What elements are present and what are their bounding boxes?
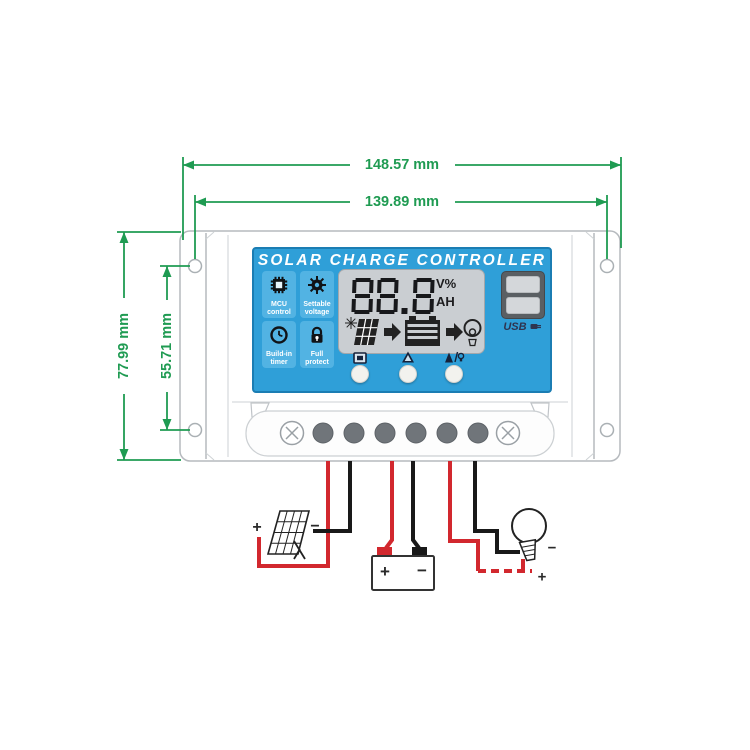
battery-plus-sign: + [380,562,390,581]
battery-mode-icon [353,352,367,364]
battery-minus-sign: − [417,561,427,580]
clock-icon [270,326,288,344]
load-button [445,365,463,383]
gear-icon [308,276,326,294]
up-button [399,365,417,383]
wire-battery-negative [411,461,421,550]
lcd-unit-volt-percent: V% [436,276,457,291]
lcd-digits [351,278,438,314]
solar-plus-sign: + [252,519,262,536]
usb-label-text: USB [503,321,527,333]
load-plus-sign: + [537,568,547,586]
set-button [351,365,369,383]
feature-mcu-control: MCU control [262,271,296,318]
lcd-flow-icons [345,316,482,347]
feature-settable-voltage: Settable voltage [300,271,334,318]
sun-icon [345,317,357,329]
feature-full-protect: Full protect [300,321,334,368]
feature-label: Build-in timer [265,351,293,366]
dimension-width-inner: 139.89 mm [359,194,445,210]
terminal-strip [245,402,555,457]
wire-load-negative [473,461,520,554]
wires [257,461,532,573]
battery-icon [405,316,440,346]
arrow-right-icon [446,323,463,341]
mcu-chip-icon [270,276,288,294]
bulb-symbol [511,508,547,562]
usb-ports [501,271,545,319]
panel-title: SOLAR CHARGE CONTROLLER [257,252,547,269]
wire-load-positive [448,461,480,571]
lcd-display: V% AH [338,269,485,354]
solar-panel-icon [354,318,379,346]
usb-label: USB [498,321,548,333]
usb-plug-icon [530,324,541,329]
usb-port-2 [506,297,540,314]
padlock-icon [311,326,323,343]
up-arrow-icon [402,351,414,363]
screw-left [279,420,305,446]
bulb-icon [463,319,482,347]
feature-label: Settable voltage [303,301,331,316]
lcd-unit-amp-hour: AH [436,294,455,309]
wire-battery-positive [384,461,394,550]
battery-symbol [371,547,435,591]
load-minus-sign: − [547,539,557,557]
dimension-height-inner: 55.71 mm [159,307,175,385]
solar-panel-symbol [266,510,311,560]
dimension-height-outer: 77.99 mm [116,307,132,385]
arrow-right-icon [384,323,401,341]
feature-build-in-timer: Build-in timer [262,321,296,368]
front-panel: SOLAR CHARGE CONTROLLER MCU control [252,247,552,393]
screw-right [495,420,521,446]
wire-terminals [312,422,489,444]
wire-solar-negative [313,461,352,533]
wire-solar-positive [257,461,330,568]
feature-label: Full protect [305,351,329,366]
arrow-bulb-icon [445,351,465,363]
dimension-width-outer: 148.57 mm [359,157,445,173]
usb-port-1 [506,276,540,293]
dimension-lines [117,157,622,461]
solar-minus-sign: − [310,518,320,535]
feature-label: MCU control [267,301,291,316]
